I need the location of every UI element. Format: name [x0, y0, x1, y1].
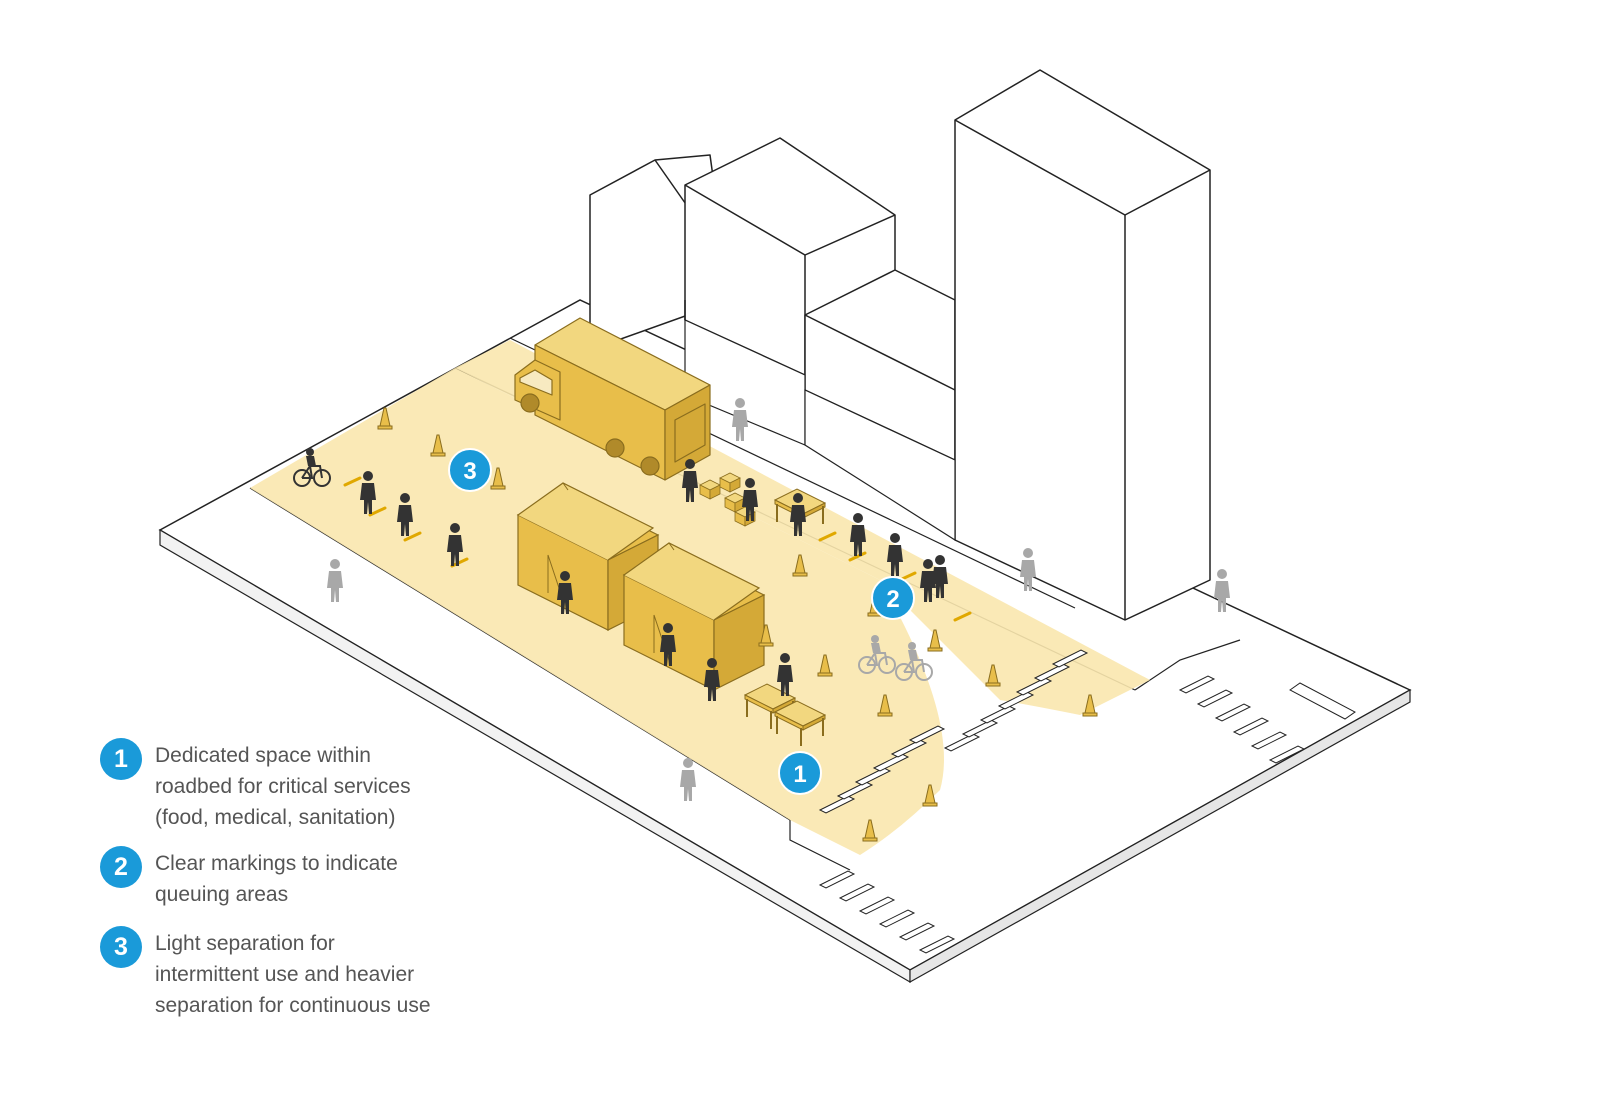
marker-2: 2	[871, 576, 915, 620]
legend-text-2: Clear markings to indicate queuing areas	[155, 852, 398, 906]
marker-1: 1	[778, 751, 822, 795]
stop-bar	[1289, 682, 1356, 720]
buildings	[589, 69, 1211, 621]
legend-badge-3: 3	[100, 926, 142, 968]
legend-badge-1: 1	[100, 738, 142, 780]
legend-text-1: Dedicated space within roadbed for criti…	[155, 744, 411, 829]
svg-text:1: 1	[793, 761, 806, 788]
marker-3: 3	[448, 448, 492, 492]
legend-badge-2: 2	[100, 846, 142, 888]
svg-text:2: 2	[886, 586, 899, 613]
building-facades	[684, 319, 956, 542]
svg-text:3: 3	[463, 458, 476, 485]
legend-text-3: Light separation for intermittent use an…	[155, 932, 431, 1017]
truck-icon	[514, 317, 711, 481]
